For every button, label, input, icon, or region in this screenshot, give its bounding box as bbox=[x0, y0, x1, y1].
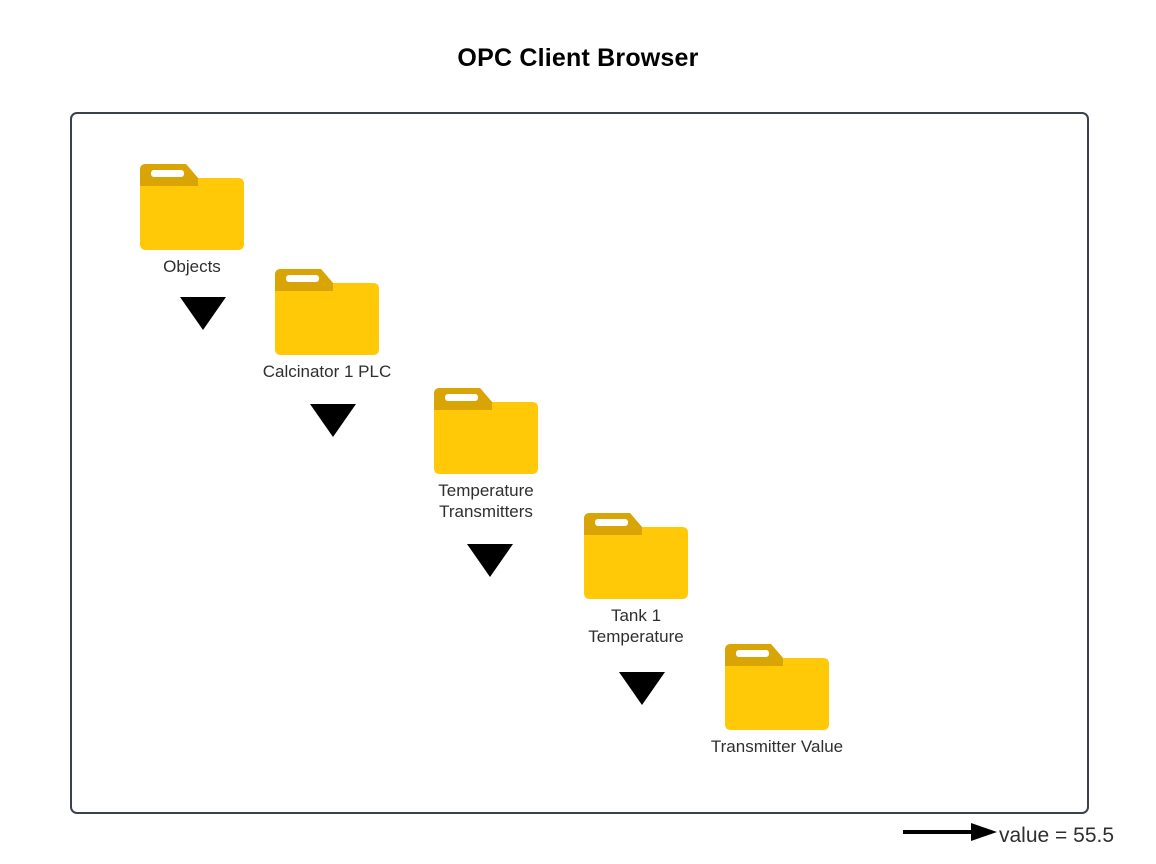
folder-icon bbox=[140, 164, 244, 250]
folder-icon bbox=[275, 269, 379, 355]
tree-node-label: Objects bbox=[163, 257, 221, 276]
tree-node-transmitter-value[interactable]: Transmitter Value bbox=[711, 644, 843, 764]
triangle-down-icon bbox=[467, 544, 513, 577]
tree-node-objects[interactable]: Objects bbox=[140, 164, 244, 284]
browser-canvas: Objects Calcinator 1 PLC bbox=[70, 112, 1114, 847]
tree-node-label: Temperature Transmitters bbox=[438, 481, 534, 521]
value-annotation: value = 55.5 bbox=[999, 824, 1115, 847]
tree-node-calcinator-1-plc[interactable]: Calcinator 1 PLC bbox=[263, 269, 391, 389]
tree-node-label: Calcinator 1 PLC bbox=[262, 362, 392, 381]
tree-node-label: Tank 1 Temperature bbox=[588, 606, 684, 646]
triangle-down-icon bbox=[310, 404, 356, 437]
tree-node-label: Transmitter Value bbox=[710, 737, 844, 756]
folder-icon bbox=[725, 644, 829, 730]
page-title: OPC Client Browser bbox=[457, 44, 699, 72]
arrow-right-icon bbox=[903, 822, 997, 842]
folder-icon bbox=[434, 388, 538, 474]
tree-node-temperature-transmitters[interactable]: Temperature Transmitters bbox=[434, 388, 538, 528]
tree-node-tank-1-temperature[interactable]: Tank 1 Temperature bbox=[584, 513, 688, 653]
folder-icon bbox=[584, 513, 688, 599]
triangle-down-icon bbox=[180, 297, 226, 330]
triangle-down-icon bbox=[619, 672, 665, 705]
